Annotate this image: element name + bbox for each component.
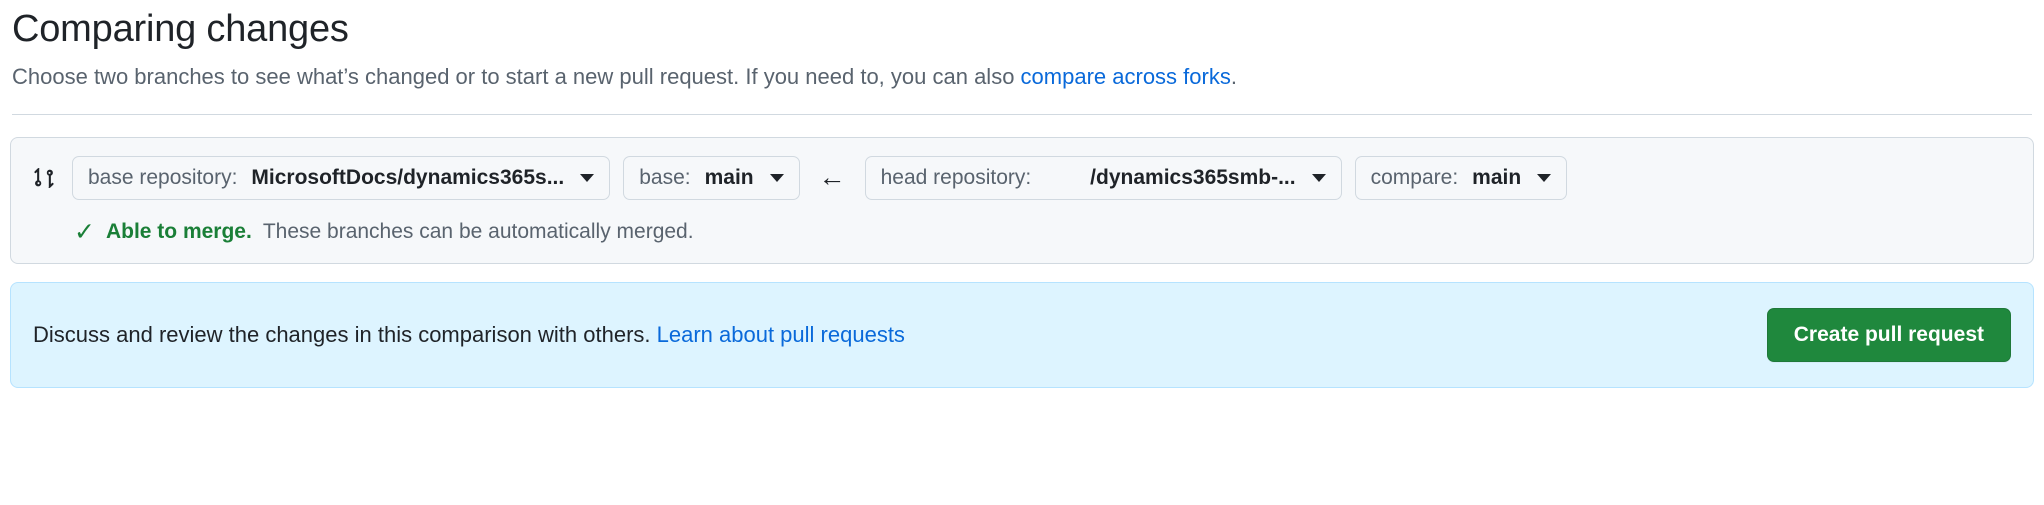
page-title: Comparing changes [12, 8, 349, 50]
banner-message: Discuss and review the changes in this c… [33, 322, 905, 348]
base-repository-value: MicrosoftDocs/dynamics365s... [251, 165, 565, 189]
head-repository-label: head repository: [880, 165, 1032, 189]
base-branch-value: main [704, 165, 754, 189]
learn-about-pull-requests-link[interactable]: Learn about pull requests [656, 321, 905, 347]
chevron-down-icon [769, 173, 784, 182]
header-divider [12, 113, 2032, 115]
base-branch-label: base: [639, 165, 691, 189]
chevron-down-icon [580, 173, 595, 182]
compare-range-box: base repository: MicrosoftDocs/dynamics3… [10, 136, 2034, 264]
subtitle-text-after-link: . [1230, 63, 1237, 89]
base-repository-label: base repository: [88, 165, 238, 189]
direction-arrow-icon: ← [818, 162, 846, 192]
compare-branch-label: compare: [1370, 165, 1459, 189]
chevron-down-icon [1311, 173, 1326, 182]
compare-across-forks-link[interactable]: compare across forks [1020, 63, 1231, 89]
merge-status: ✓ Able to merge. These branches can be a… [74, 217, 2013, 246]
head-repository-select[interactable]: head repository: /dynamics365smb-... [864, 155, 1342, 200]
compare-branch-select[interactable]: compare: main [1354, 155, 1568, 200]
base-branch-select[interactable]: base: main [623, 155, 800, 200]
merge-status-strong: Able to merge. [105, 220, 252, 243]
page-header: Comparing changes Choose two branches to… [10, 0, 2034, 115]
merge-status-description: These branches can be automatically merg… [262, 220, 694, 243]
banner-text-before-link: Discuss and review the changes in this c… [33, 321, 657, 347]
pull-request-info-banner: Discuss and review the changes in this c… [10, 281, 2034, 388]
git-compare-icon [31, 163, 57, 193]
compare-branch-value: main [1472, 165, 1522, 189]
subtitle-text-before-link: Choose two branches to see what’s change… [12, 63, 1021, 89]
branch-range-row: base repository: MicrosoftDocs/dynamics3… [31, 155, 2013, 200]
chevron-down-icon [1537, 173, 1552, 182]
check-icon: ✓ [74, 217, 95, 246]
page-subtitle: Choose two branches to see what’s change… [12, 60, 2032, 93]
base-repository-select[interactable]: base repository: MicrosoftDocs/dynamics3… [72, 155, 611, 200]
head-repository-value: /dynamics365smb-... [1090, 165, 1296, 189]
create-pull-request-button[interactable]: Create pull request [1766, 307, 2011, 362]
